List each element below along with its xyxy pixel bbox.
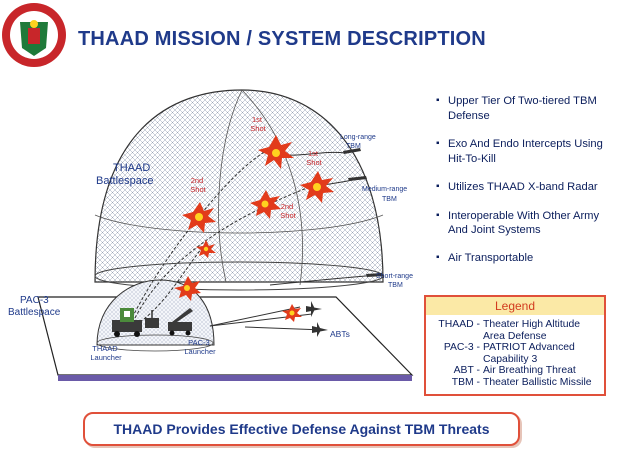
- dome-meridian-line: [241, 89, 303, 286]
- thaad-battlespace-label: Battlespace: [96, 175, 153, 187]
- short-range-tbm-label: TBM: [388, 282, 403, 289]
- legend-definition: Air Breathing Threat: [483, 365, 576, 376]
- medium-range-tbm-missile: [348, 176, 367, 181]
- svg-text:1st Shot: 1st Shot: [306, 149, 322, 167]
- mission-bullet-list: Upper Tier Of Two-tiered TBM Defense Exo…: [436, 94, 620, 279]
- dome-meridian-line: [218, 89, 243, 283]
- medium-range-tbm-label: Medium-range: [362, 186, 407, 193]
- long-range-tbm-label: TBM: [346, 143, 361, 150]
- shot-label: 2nd: [281, 202, 294, 211]
- shot-label: 1st: [308, 149, 319, 158]
- legend-row: PAC-3 - PATRIOT Advanced: [426, 342, 604, 354]
- bullet-item: Upper Tier Of Two-tiered TBM Defense: [436, 94, 620, 123]
- thaad-launcher-label: THAAD: [92, 344, 118, 353]
- long-range-tbm-label: Long-range: [340, 134, 376, 141]
- short-range-tbm-missile: [366, 273, 383, 277]
- thaad-engagement-diagram: THAAD Battlespace PAC-3 Battlespace THAA…: [8, 89, 415, 381]
- legend-definition: Theater Ballistic Missile: [483, 376, 592, 388]
- pac3-battlespace-label: Battlespace: [8, 307, 61, 318]
- short-range-tbm-label: Short-range: [376, 273, 413, 280]
- pac3-launcher-icon: [168, 308, 193, 336]
- intercept-explosion: [196, 240, 216, 258]
- thaad-launcher-label: Launcher: [90, 353, 122, 362]
- logo-shield-emblem: [28, 28, 40, 44]
- intercept-explosion: [282, 304, 302, 322]
- bullet-item: Utilizes THAAD X-band Radar: [436, 180, 620, 195]
- legend-definition: Area Defense: [483, 330, 547, 342]
- bullet-item: Interoperable With Other Army And Joint …: [436, 209, 620, 238]
- intercept-explosion: [182, 202, 216, 233]
- legend-row: THAAD - Theater High Altitude: [426, 319, 604, 331]
- abts-label: ABTs: [330, 329, 350, 339]
- thaad-battlespace-label: THAAD: [113, 162, 150, 174]
- legend-abbr: THAAD -: [438, 319, 480, 330]
- pac3-battlespace-label: PAC-3: [20, 295, 49, 306]
- ground-plane: [37, 296, 414, 376]
- bullet-item: Air Transportable: [436, 251, 620, 266]
- radar-icon: [145, 310, 159, 328]
- svg-text:1st Shot: 1st Shot: [250, 115, 266, 133]
- army-insignia-logo: [2, 3, 66, 67]
- bullet-item: Exo And Endo Intercepts Using Hit-To-Kil…: [436, 137, 620, 166]
- short-range-tbm-trajectory: [269, 274, 379, 286]
- intercept-explosion: [174, 276, 201, 301]
- svg-text:Short-range TBM: Short-range TBM: [376, 273, 415, 289]
- legend-abbr: ABT -: [453, 365, 480, 376]
- legend-row: ABT - Air Breathing Threat: [426, 365, 604, 377]
- dome-latitude-line: [94, 214, 384, 234]
- page-title: THAAD MISSION / SYSTEM DESCRIPTION: [78, 28, 486, 50]
- legend-box: Legend THAAD - Theater High Altitude Are…: [424, 295, 606, 396]
- svg-text:2nd Shot: 2nd Shot: [280, 202, 296, 220]
- thaad-launcher-icon: [112, 308, 142, 337]
- footer-banner: THAAD Provides Effective Defense Against…: [83, 412, 520, 446]
- intercept-explosion: [300, 171, 334, 203]
- legend-abbr: PAC-3 -: [443, 342, 480, 353]
- interceptor-path: [139, 244, 206, 323]
- logo-star: [30, 20, 38, 28]
- pac3-launcher-label: PAC-3: [188, 338, 210, 347]
- shot-label: Shot: [306, 158, 322, 167]
- intercept-explosion: [250, 190, 281, 219]
- medium-range-tbm-label: TBM: [382, 196, 397, 203]
- abt-aircraft-icon: [312, 322, 328, 337]
- shot-label: 2nd: [191, 176, 204, 185]
- legend-title: Legend: [426, 297, 604, 315]
- shot-label: 1st: [252, 115, 263, 124]
- abt-track-line: [244, 326, 325, 331]
- pac3-launcher-label: Launcher: [184, 347, 216, 356]
- svg-text:Long-range TBM: Long-range TBM: [340, 134, 378, 150]
- svg-text:PAC-3 Launcher: PAC-3 Launcher: [184, 338, 216, 356]
- pac3-dome-base: [96, 334, 214, 352]
- long-range-tbm-missile: [343, 148, 361, 154]
- svg-text:THAAD Launcher: THAAD Launcher: [90, 344, 122, 362]
- legend-row: TBM - Theater Ballistic Missile: [426, 377, 604, 389]
- legend-definition: Capability 3: [483, 353, 538, 365]
- ground-plane-edge: [58, 375, 412, 381]
- svg-text:Medium-range TBM: Medium-range TBM: [362, 186, 409, 203]
- shot-label: Shot: [250, 124, 266, 133]
- legend-row: Area Defense: [426, 331, 604, 343]
- legend-row: Capability 3: [426, 354, 604, 366]
- legend-definition: PATRIOT Advanced: [483, 342, 575, 353]
- abt-track-line: [209, 306, 301, 327]
- abt-aircraft-icon: [306, 301, 322, 317]
- legend-abbr: TBM -: [451, 376, 480, 388]
- shot-label: Shot: [280, 211, 296, 220]
- intercept-explosion: [258, 135, 294, 169]
- svg-text:THAAD Battlespace: THAAD Battlespace: [96, 162, 153, 187]
- legend-definition: Theater High Altitude: [483, 319, 581, 330]
- shot-label: Shot: [190, 185, 206, 194]
- svg-text:2nd Shot: 2nd Shot: [190, 176, 206, 194]
- svg-text:PAC-3 Battlespace: PAC-3 Battlespace: [8, 295, 61, 318]
